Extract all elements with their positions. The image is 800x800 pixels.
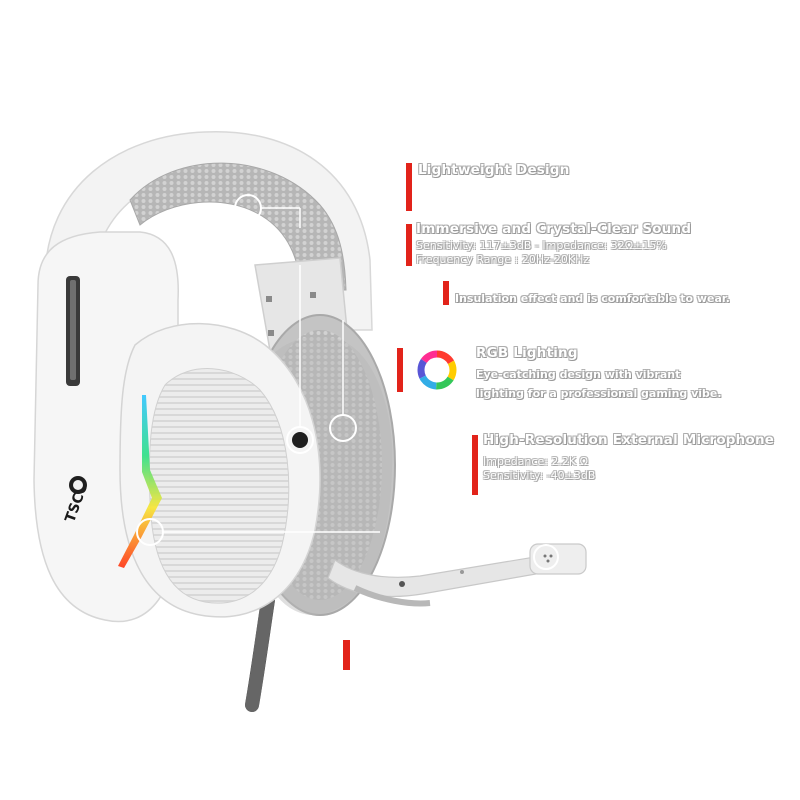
- accent-bar-lightweight: [406, 163, 412, 211]
- rgb-ring-icon: [417, 350, 457, 390]
- accent-bar-cable: [343, 640, 350, 670]
- feature-title-microphone: High-Resolution External Microphone: [483, 432, 775, 448]
- accent-bar-microphone: [472, 435, 478, 495]
- accent-bar-rgb: [397, 348, 403, 392]
- feature-sound-line1: Sensitivity: 117±3dB - Impedance: 32Ω±15…: [416, 239, 667, 252]
- feature-mic-line1: Impedance: 2.2K Ω: [483, 455, 589, 468]
- feature-title-sound: Immersive and Crystal-Clear Sound: [416, 221, 692, 237]
- feature-mic-line2: Sensitivity: -40±3dB: [483, 469, 596, 482]
- accent-bar-sound: [406, 224, 412, 266]
- accent-bar-insulation: [443, 281, 449, 305]
- feature-sound-line2: Frequency Range : 20Hz-20KHz: [416, 253, 590, 266]
- feature-insulation-text: Insulation effect and is comfortable to …: [455, 292, 730, 305]
- feature-rgb-line1: Eye-catching design with vibrant: [476, 368, 681, 381]
- feature-rgb-line2: lighting for a professional gaming vibe.: [476, 387, 722, 400]
- feature-title-lightweight: Lightweight Design: [418, 162, 570, 178]
- feature-title-rgb: RGB Lighting: [476, 345, 578, 361]
